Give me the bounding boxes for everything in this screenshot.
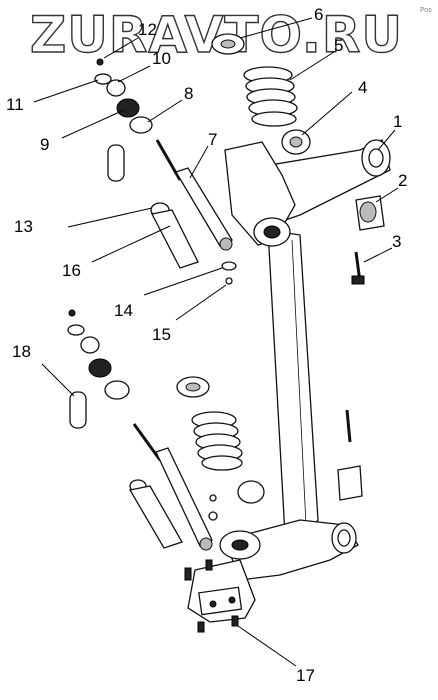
callout-13: 13 xyxy=(14,217,33,236)
callout-12: 12 xyxy=(138,20,157,39)
coil-spring-upper xyxy=(243,66,298,127)
callout-1: 1 xyxy=(393,112,402,131)
callout-8: 8 xyxy=(184,84,193,103)
callout-17: 17 xyxy=(296,666,315,685)
callout-9: 9 xyxy=(40,135,49,154)
callout-4: 4 xyxy=(358,78,367,97)
callout-16: 16 xyxy=(62,261,81,280)
leader-lines xyxy=(33,17,399,667)
callout-2: 2 xyxy=(398,171,407,190)
callout-14: 14 xyxy=(114,301,133,320)
lower-nut xyxy=(225,277,233,285)
callout-labels: 1 2 3 4 5 6 7 8 9 10 11 12 13 14 15 16 1… xyxy=(6,5,407,685)
callout-10: 10 xyxy=(152,49,171,68)
lower-spring-pad xyxy=(281,129,311,155)
left-shock-parts xyxy=(67,309,213,551)
lower-spring-assembly xyxy=(176,376,265,504)
callout-6: 6 xyxy=(314,5,323,24)
bushing xyxy=(355,195,385,231)
callout-3: 3 xyxy=(392,232,401,251)
rubber-cushion xyxy=(116,98,140,118)
corner-mark: Pos xyxy=(420,6,432,14)
lower-bushing-and-bolt xyxy=(337,409,363,501)
axle-beam xyxy=(187,139,391,623)
watermark: ZURAVTO.RU xyxy=(30,6,403,64)
bump-stop xyxy=(107,144,125,182)
upper-bushing xyxy=(106,79,126,97)
callout-7: 7 xyxy=(208,130,217,149)
upper-spring-seat xyxy=(211,33,245,55)
lower-washer xyxy=(221,261,237,271)
callout-5: 5 xyxy=(334,36,343,55)
small-hardware xyxy=(184,494,239,633)
dust-boot xyxy=(150,202,199,269)
shock-absorber xyxy=(155,139,233,251)
callout-11: 11 xyxy=(6,95,24,114)
bolt xyxy=(351,251,365,285)
callout-18: 18 xyxy=(12,342,31,361)
callout-15: 15 xyxy=(152,325,171,344)
shock-nut xyxy=(96,58,104,66)
washer xyxy=(94,73,112,85)
cup-washer xyxy=(129,116,153,134)
